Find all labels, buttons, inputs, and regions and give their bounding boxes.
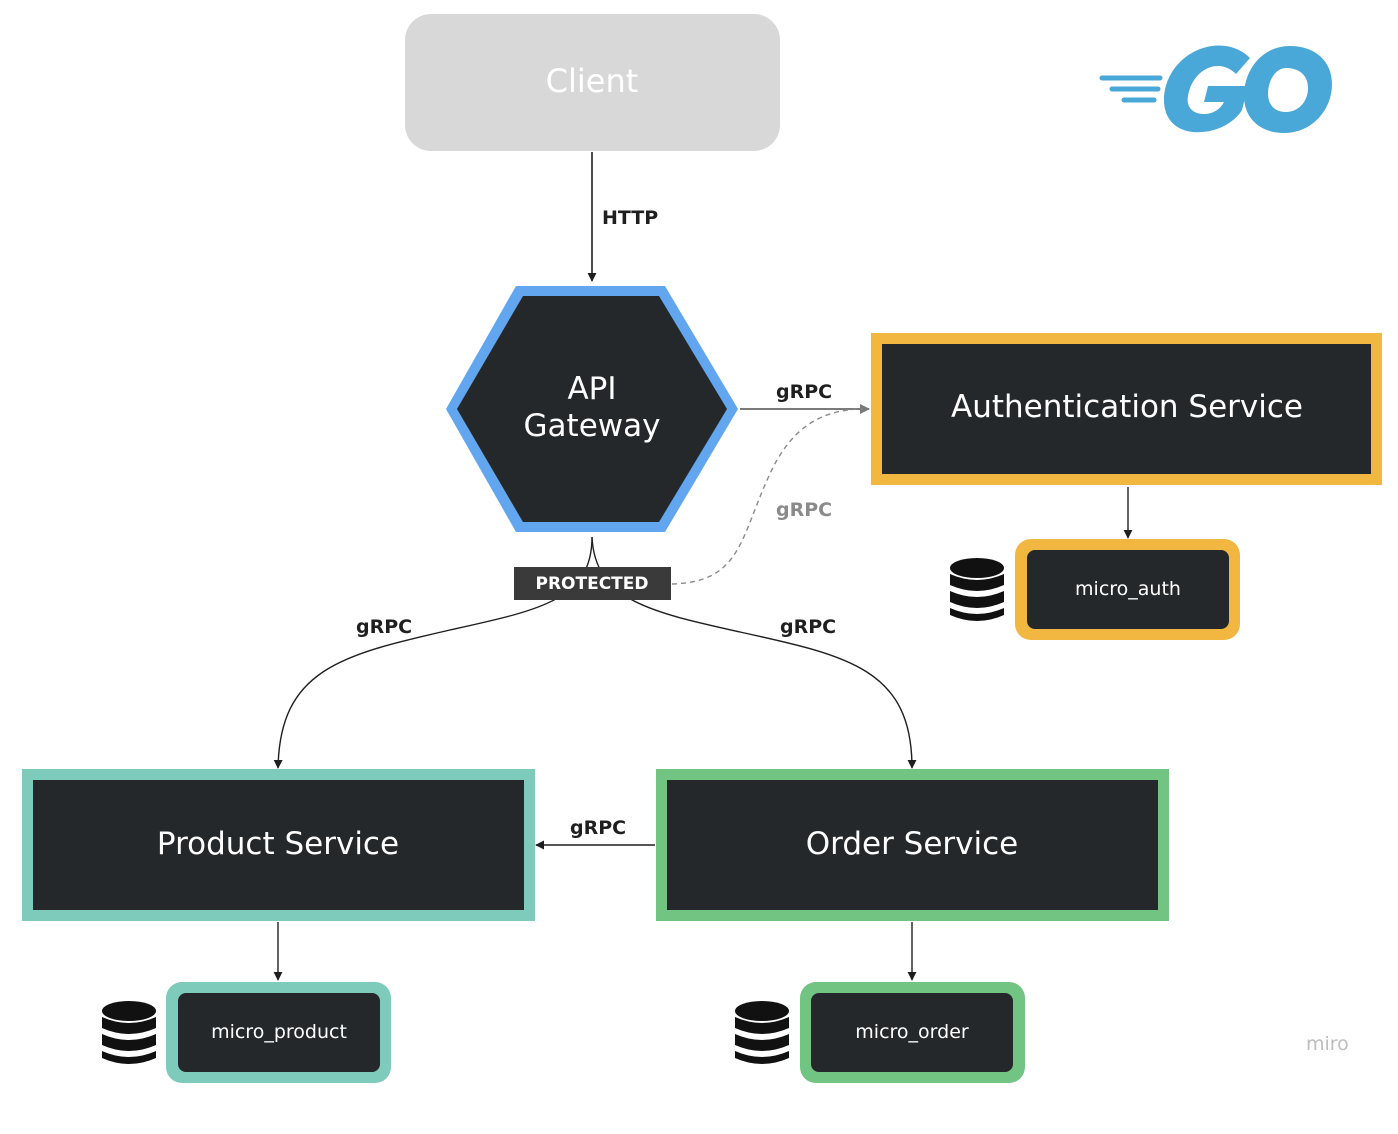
client-node: Client (405, 14, 780, 151)
order-service-label: Order Service (806, 826, 1019, 862)
order-service-node: Order Service (656, 769, 1169, 921)
miro-watermark: miro (1306, 1033, 1349, 1055)
protected-badge: PROTECTED (514, 567, 671, 600)
api-gateway-label-line1: API (567, 371, 616, 407)
micro-auth-label: micro_auth (1075, 578, 1181, 600)
micro-order-db-node: micro_order (800, 982, 1025, 1083)
edge-label-gateway-auth: gRPC (776, 381, 832, 403)
edge-protected-to-auth (671, 408, 863, 585)
auth-service-label: Authentication Service (951, 389, 1303, 425)
auth-service-node: Authentication Service (871, 333, 1382, 485)
edge-label-order-product: gRPC (570, 817, 626, 839)
micro-product-db-node: micro_product (166, 982, 391, 1083)
edge-label-gateway-product: gRPC (356, 616, 412, 638)
api-gateway-label-line2: Gateway (524, 408, 661, 444)
micro-auth-db-node: micro_auth (1015, 539, 1240, 640)
client-label: Client (546, 62, 639, 100)
database-icon (102, 1001, 156, 1064)
database-icon (735, 1001, 789, 1064)
edge-label-protected-auth: gRPC (776, 499, 832, 521)
edge-label-http: HTTP (602, 207, 658, 229)
api-gateway-node: API Gateway (446, 286, 738, 532)
micro-product-label: micro_product (211, 1021, 347, 1043)
product-service-node: Product Service (22, 769, 535, 921)
database-icon (950, 558, 1004, 621)
product-service-label: Product Service (157, 826, 399, 862)
edge-label-gateway-order: gRPC (780, 616, 836, 638)
protected-badge-label: PROTECTED (535, 574, 648, 594)
go-logo (1099, 45, 1332, 133)
micro-order-label: micro_order (855, 1021, 969, 1043)
